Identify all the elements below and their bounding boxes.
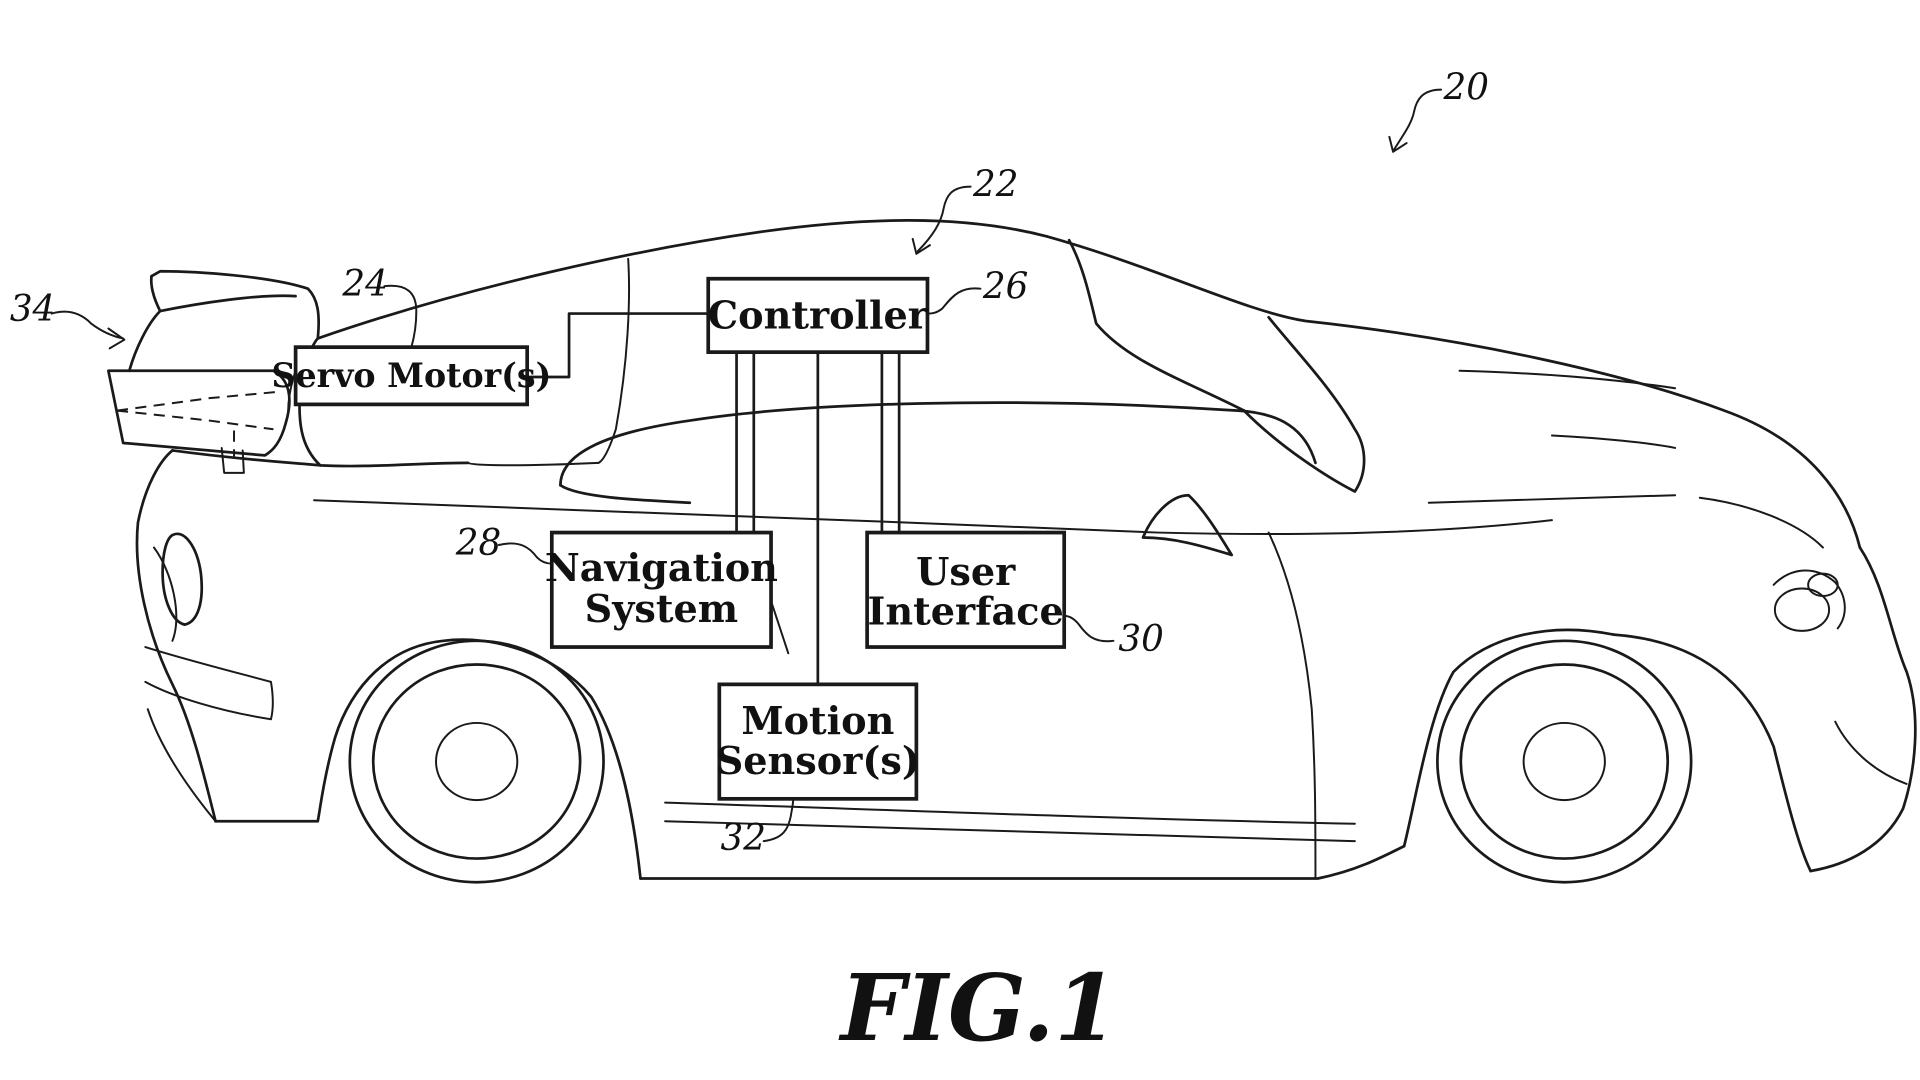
figure-label: FIG.1 xyxy=(838,954,1118,1063)
navigation-label-line1: Navigation xyxy=(545,546,778,591)
user-interface-label-line1: User xyxy=(916,550,1016,595)
motion-sensor-label-line2: Sensor(s) xyxy=(716,739,920,784)
ref-numeral-26: 26 xyxy=(982,266,1028,307)
ref-22: 22 xyxy=(911,164,1018,255)
motion-sensor-label-line1: Motion xyxy=(741,699,894,744)
ref-numeral-22: 22 xyxy=(972,164,1018,205)
navigation-system-block: Navigation System xyxy=(545,530,778,649)
navigation-label-line2: System xyxy=(585,587,739,632)
car-outline xyxy=(135,219,1917,880)
ref-numeral-30: 30 xyxy=(1118,619,1163,660)
ref-numeral-20: 20 xyxy=(1443,67,1489,108)
user-interface-label-line2: Interface xyxy=(868,589,1064,634)
front-wheel xyxy=(1436,639,1693,884)
ref-34: 34 xyxy=(10,289,126,350)
ref-28: 28 xyxy=(455,523,553,565)
ref-numeral-32: 32 xyxy=(721,818,766,859)
servo-motor-label: Servo Motor(s) xyxy=(271,356,551,395)
ref-32: 32 xyxy=(721,797,795,859)
rear-spoiler xyxy=(107,269,321,474)
connection-lines xyxy=(287,312,901,686)
rear-wheel xyxy=(348,639,605,884)
user-interface-block: User Interface xyxy=(865,530,1067,649)
ref-20: 20 xyxy=(1388,67,1489,153)
controller-label: Controller xyxy=(708,293,929,338)
ref-26: 26 xyxy=(926,266,1028,315)
ref-numeral-34: 34 xyxy=(10,289,55,330)
controller-block: Controller xyxy=(706,276,930,355)
ref-30: 30 xyxy=(1063,614,1164,660)
motion-sensor-block: Motion Sensor(s) xyxy=(716,682,920,801)
ref-numeral-28: 28 xyxy=(455,523,501,564)
ref-numeral-24: 24 xyxy=(341,264,387,305)
servo-motor-block: Servo Motor(s) xyxy=(271,345,551,407)
ref-24: 24 xyxy=(341,264,418,349)
